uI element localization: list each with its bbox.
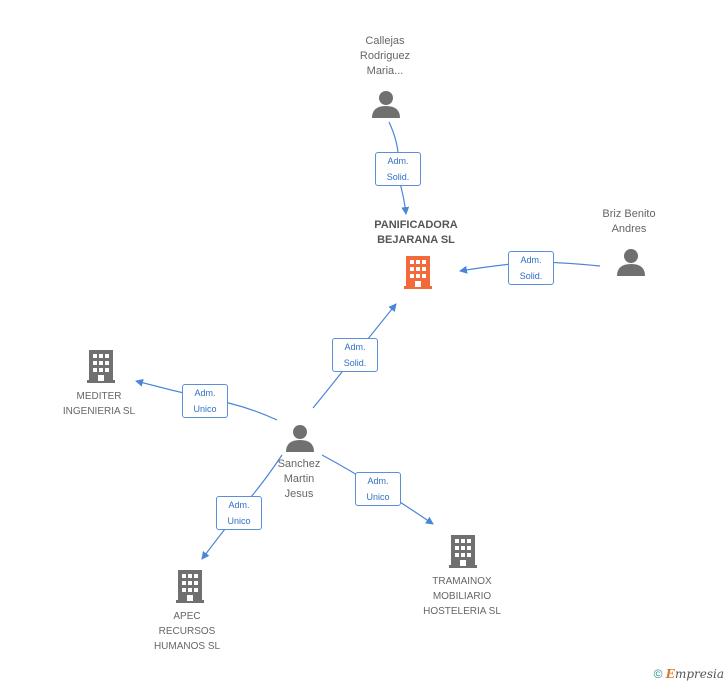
brand-footer: © Empresia: [654, 667, 724, 681]
building-icon[interactable]: [449, 535, 477, 568]
node-label-mediter[interactable]: MEDITER INGENIERIA SL: [62, 391, 136, 417]
person-icon[interactable]: [372, 91, 400, 118]
node-label-briz[interactable]: Briz Benito Andres: [602, 208, 656, 235]
person-icon[interactable]: [617, 249, 645, 276]
person-icon[interactable]: [286, 425, 314, 452]
building-icon[interactable]: [404, 256, 432, 289]
node-label-apec[interactable]: APEC RECURSOS HUMANOS SL: [153, 611, 221, 652]
brand-logo-rest: mpresia: [674, 667, 724, 681]
node-label-tramainox[interactable]: TRAMAINOX MOBILIARIO HOSTELERIA SL: [423, 576, 501, 617]
node-label-callejas[interactable]: Callejas Rodriguez Maria...: [359, 35, 411, 77]
node-label-center[interactable]: PANIFICADORA BEJARANA SL: [374, 219, 458, 246]
node-label-sanchez[interactable]: Sanchez Martin Jesus: [277, 458, 321, 500]
building-icon[interactable]: [87, 350, 115, 383]
building-icon[interactable]: [176, 570, 204, 603]
edge-label-sanchez-tramainox[interactable]: Adm. Unico: [355, 472, 401, 506]
edge-label-sanchez-center[interactable]: Adm. Solid.: [332, 338, 378, 372]
brand-logo-initial: E: [665, 667, 675, 681]
brand-logo: Empresia: [666, 667, 724, 681]
edge-label-callejas-center[interactable]: Adm. Solid.: [375, 152, 421, 186]
edge-label-sanchez-mediter[interactable]: Adm. Unico: [182, 384, 228, 418]
copyright-symbol: ©: [653, 667, 663, 681]
edge-label-briz-center[interactable]: Adm. Solid.: [508, 251, 554, 285]
edge-label-sanchez-apec[interactable]: Adm. Unico: [216, 496, 262, 530]
